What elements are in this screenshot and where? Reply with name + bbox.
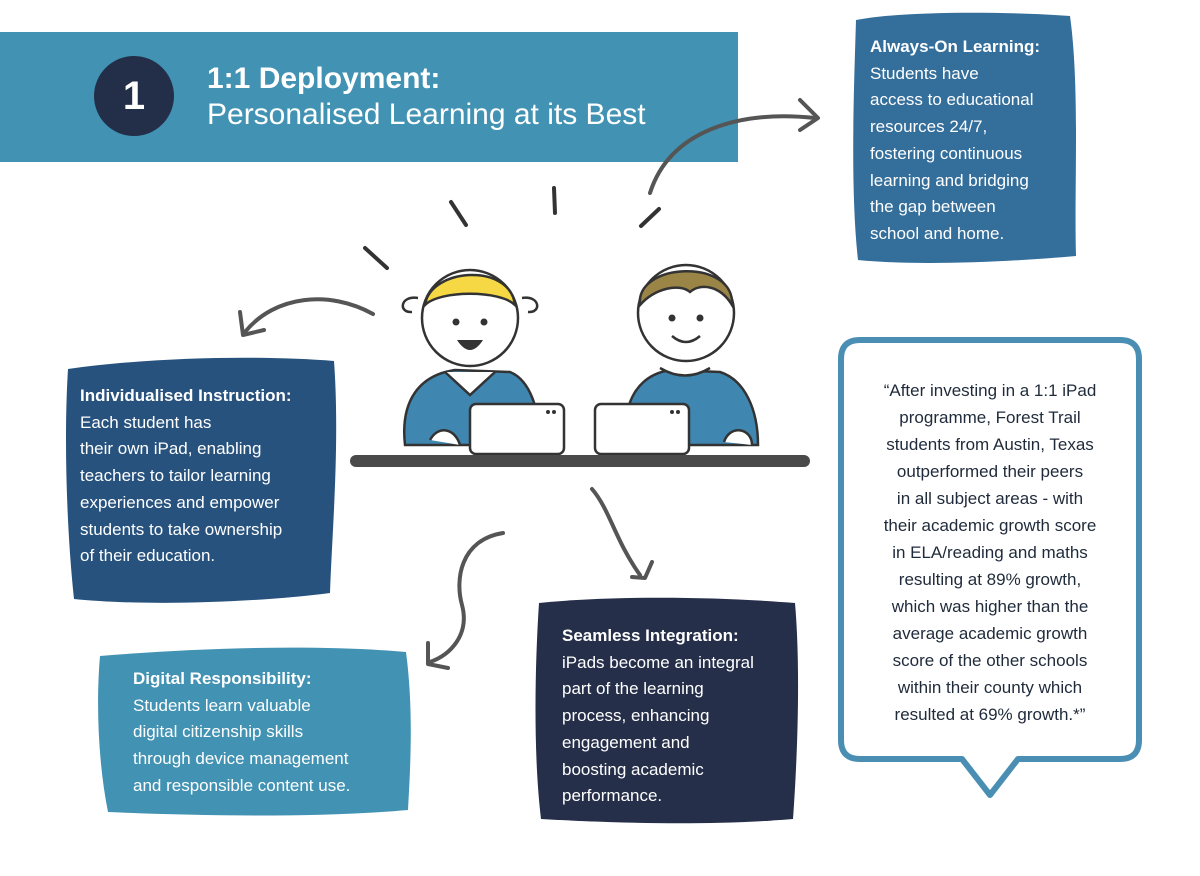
speech-bubble-outline	[838, 337, 1142, 798]
quote-speech-bubble: “After investing in a 1:1 iPad programme…	[836, 335, 1144, 801]
card-seamless-integration: Seamless Integration: iPads become an in…	[531, 593, 801, 826]
card-heading: Digital Responsibility:	[133, 669, 312, 688]
card-heading: Always-On Learning:	[870, 37, 1041, 56]
card-line: and responsible content use.	[133, 775, 351, 795]
quote-text: “After investing in a 1:1 iPad programme…	[862, 377, 1118, 728]
card-digital-responsibility: Digital Responsibility: Students learn v…	[96, 642, 414, 818]
arrow-to-always-on-head	[798, 98, 820, 132]
page-title: 1:1 Deployment:	[207, 62, 441, 95]
quote-line: resulting at 89% growth,	[898, 570, 1082, 589]
card-line: Students have	[870, 63, 979, 83]
card-line: boosting academic	[562, 759, 704, 779]
card-line: of their education.	[80, 546, 216, 566]
card-line: the gap between	[870, 197, 996, 217]
page-subtitle: Personalised Learning at its Best	[207, 98, 646, 131]
arrow-to-digital	[428, 531, 505, 664]
card-line: teachers to tailor learning	[80, 466, 271, 486]
arrow-to-always-on	[648, 114, 817, 195]
quote-line: resulted at 69% growth.*”	[894, 705, 1086, 724]
step-number: 1	[122, 73, 146, 118]
quote-line: outperformed their peers	[896, 462, 1084, 481]
quote-line: in ELA/reading and maths	[892, 543, 1088, 562]
card-line: resources 24/7,	[870, 117, 988, 137]
card-line: access to educational	[870, 90, 1034, 110]
card-line: iPads become an integral	[562, 652, 754, 672]
card-line: their own iPad, enabling	[80, 439, 262, 459]
card-line: Each student has	[80, 412, 212, 432]
arrow-to-digital-head	[426, 641, 450, 670]
card-line: through device management	[133, 749, 349, 769]
quote-line: programme, Forest Trail	[899, 408, 1081, 427]
card-heading: Seamless Integration:	[562, 626, 739, 645]
arrow-to-seamless-head	[630, 560, 654, 580]
card-line: part of the learning	[562, 679, 704, 699]
quote-line: “After investing in a 1:1 iPad	[883, 381, 1097, 400]
card-line: engagement and	[562, 732, 690, 752]
step-number-badge: 1	[94, 56, 174, 136]
card-line: process, enhancing	[562, 706, 710, 726]
quote-line: average academic growth	[892, 624, 1088, 643]
card-line: fostering continuous	[870, 143, 1023, 163]
card-line: learning and bridging	[870, 170, 1029, 190]
children-with-ipads-icon	[350, 263, 810, 467]
quote-line: students from Austin, Texas	[886, 435, 1094, 454]
arrow-to-individualised-head	[238, 310, 266, 337]
card-always-on-learning: Always-On Learning: Students have access…	[848, 8, 1080, 266]
quote-line: their academic growth score	[883, 516, 1097, 535]
card-heading: Individualised Instruction:	[80, 386, 292, 405]
card-line: school and home.	[870, 223, 1005, 243]
card-line: students to take ownership	[80, 519, 283, 539]
quote-line: which was higher than the	[891, 597, 1089, 616]
excitement-lines	[363, 186, 661, 270]
arrow-to-individualised	[243, 297, 375, 334]
quote-line: within their county which	[897, 678, 1083, 697]
card-line: experiences and empower	[80, 492, 280, 512]
quote-line: score of the other schools	[892, 651, 1088, 670]
arrow-to-seamless	[590, 487, 642, 577]
card-line: Students learn valuable	[133, 695, 311, 715]
card-individualised-instruction: Individualised Instruction: Each student…	[62, 353, 340, 606]
card-line: performance.	[562, 786, 663, 806]
card-line: digital citizenship skills	[133, 722, 304, 742]
quote-line: in all subject areas - with	[896, 489, 1084, 508]
